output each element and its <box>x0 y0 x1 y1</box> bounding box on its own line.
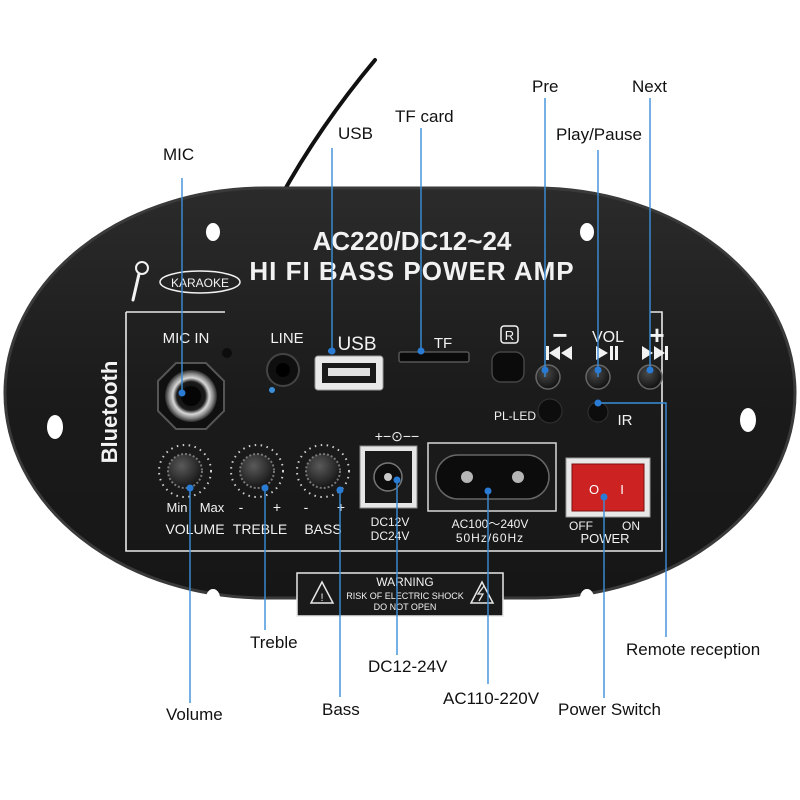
mic-in-label: MIC IN <box>163 330 210 347</box>
callout-next: Next <box>632 77 667 96</box>
dc-jack[interactable] <box>359 445 418 509</box>
karaoke-badge: KARAOKE <box>159 270 241 294</box>
header-line-2: HI FI BASS POWER AMP <box>249 256 574 286</box>
callout-ac: AC110-220V <box>443 689 540 708</box>
volume-max-label: Max <box>200 500 225 515</box>
callout-play-pause: Play/Pause <box>556 125 642 144</box>
warning-label: ! WARNING RISK OF ELECTRIC SHOCK DO NOT … <box>296 572 504 617</box>
volume-min-label: Min <box>167 500 188 515</box>
leader-lines <box>181 98 667 703</box>
dc-rating-2: DC24V <box>371 529 410 543</box>
vol-plus-label: + <box>649 320 664 350</box>
usb-label: USB <box>337 334 376 355</box>
bass-label: BASS <box>304 521 341 537</box>
mounting-holes <box>47 223 756 607</box>
leader-remote <box>598 402 667 637</box>
svg-text:KARAOKE: KARAOKE <box>171 276 229 290</box>
power-off-label: OFF <box>569 519 593 533</box>
treble-minus-label: - <box>239 499 244 515</box>
callout-pre: Pre <box>532 77 559 96</box>
next-track-icon <box>642 346 668 360</box>
pl-led-label: PL-LED <box>494 409 536 423</box>
warning-line-1: RISK OF ELECTRIC SHOCK <box>346 591 464 601</box>
pl-led-light <box>537 398 563 424</box>
callout-treble: Treble <box>250 633 298 652</box>
ac-rating-2: 50Hz/60Hz <box>456 531 524 545</box>
mic-in-indicator <box>222 348 232 358</box>
tf-card-slot[interactable] <box>398 351 470 363</box>
knob-dot-rings <box>158 444 350 498</box>
remote-mark-icon: R <box>500 325 519 344</box>
callout-usb: USB <box>338 124 373 143</box>
svg-text:!: ! <box>320 592 323 604</box>
bass-plus-label: + <box>337 499 345 515</box>
vol-label: VOL <box>592 329 624 346</box>
treble-label: TREBLE <box>233 521 287 537</box>
svg-text:I: I <box>620 482 624 497</box>
leader-dots <box>178 347 654 501</box>
callout-bass: Bass <box>322 700 360 719</box>
callout-power-switch: Power Switch <box>558 700 661 719</box>
treble-plus-label: + <box>273 499 281 515</box>
bass-minus-label: - <box>304 499 309 515</box>
header-line-1: AC220/DC12~24 <box>313 226 512 256</box>
callout-dc: DC12-24V <box>368 657 448 676</box>
bass-knob[interactable] <box>305 453 341 489</box>
power-label: POWER <box>580 531 629 546</box>
svg-text:R: R <box>505 328 514 343</box>
dc-polarity-symbol: +−⊙−− <box>375 428 419 444</box>
treble-knob[interactable] <box>239 453 275 489</box>
line-indicator <box>269 387 275 393</box>
callout-mic: MIC <box>163 145 195 164</box>
mic-in-jack[interactable] <box>157 362 225 430</box>
ir-label: IR <box>618 412 633 429</box>
bluetooth-label: Bluetooth <box>97 361 122 464</box>
warning-line-2: DO NOT OPEN <box>374 602 437 612</box>
usb-port[interactable] <box>314 355 384 391</box>
microphone-icon <box>131 261 149 302</box>
previous-track-icon <box>546 346 572 360</box>
volume-knob[interactable] <box>167 453 203 489</box>
volume-label: VOLUME <box>165 521 224 537</box>
callout-tf-card: TF card <box>395 107 454 126</box>
tf-label: TF <box>434 335 452 352</box>
ir-receiver-window <box>491 351 525 383</box>
power-on-label: ON <box>622 519 640 533</box>
line-label: LINE <box>270 330 303 347</box>
play-pause-icon <box>596 346 618 360</box>
vol-minus-label: − <box>552 320 567 350</box>
svg-text:O: O <box>589 482 599 497</box>
dc-rating-1: DC12V <box>371 515 410 529</box>
line-jack[interactable] <box>266 353 300 387</box>
inner-panel-frame <box>125 311 663 552</box>
callout-volume: Volume <box>166 705 223 724</box>
ac-inlet[interactable] <box>427 442 557 512</box>
ac-rating-1: AC100～240V <box>452 517 529 531</box>
callout-remote-reception: Remote reception <box>626 640 761 659</box>
warning-title: WARNING <box>376 575 434 589</box>
power-switch[interactable]: O I <box>565 457 651 518</box>
